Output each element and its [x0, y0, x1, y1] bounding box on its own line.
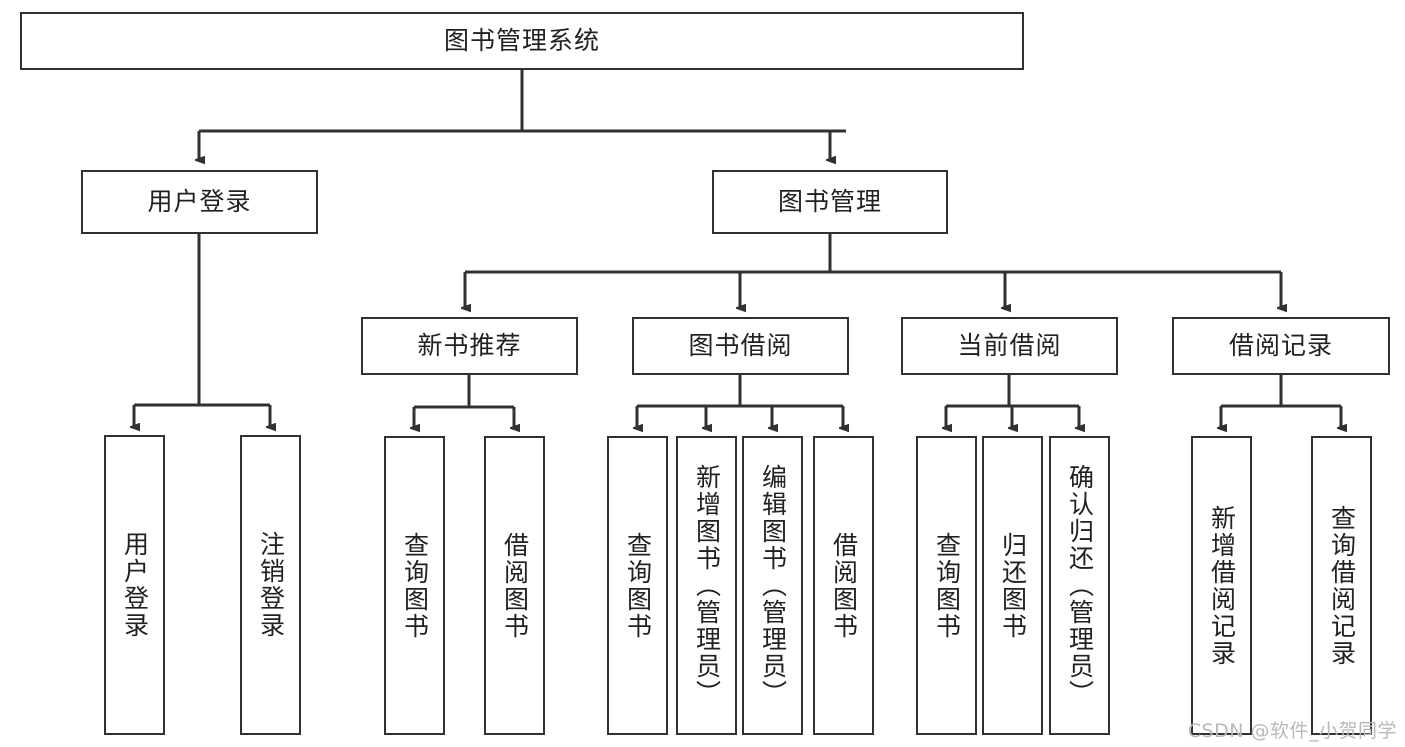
node-leaf-confirm-return[interactable]: 确认归还（管理员） [1049, 436, 1110, 735]
node-leaf-query-record[interactable]: 查询借阅记录 [1311, 436, 1372, 735]
node-leaf-confirm-return-label: 确认归还（管理员） [1065, 464, 1095, 707]
node-leaf-query-book-3-label: 查询图书 [932, 531, 962, 640]
node-book-management[interactable]: 图书管理 [712, 170, 948, 234]
node-leaf-edit-book[interactable]: 编辑图书（管理员） [742, 436, 803, 735]
node-leaf-add-book[interactable]: 新增图书（管理员） [676, 436, 737, 735]
node-leaf-query-book-3[interactable]: 查询图书 [916, 436, 977, 735]
watermark-text: CSDN @软件_小贺同学 [1187, 720, 1397, 742]
node-leaf-query-book-1-label: 查询图书 [400, 531, 430, 640]
node-leaf-add-book-label: 新增图书（管理员） [692, 464, 722, 707]
node-leaf-borrow-book-2[interactable]: 借阅图书 [813, 436, 874, 735]
node-root-label: 图书管理系统 [443, 26, 600, 56]
node-leaf-query-record-label: 查询借阅记录 [1327, 504, 1357, 667]
node-leaf-user-login[interactable]: 用户登录 [104, 435, 165, 735]
node-new-book-recommend[interactable]: 新书推荐 [361, 317, 578, 375]
node-book-borrow-label: 图书借阅 [688, 331, 793, 361]
node-leaf-query-book-2[interactable]: 查询图书 [607, 436, 668, 735]
node-book-management-label: 图书管理 [777, 187, 882, 217]
node-leaf-add-record[interactable]: 新增借阅记录 [1191, 436, 1252, 735]
node-leaf-query-book-1[interactable]: 查询图书 [384, 436, 445, 735]
node-leaf-return-book[interactable]: 归还图书 [982, 436, 1043, 735]
node-current-borrow-label: 当前借阅 [957, 331, 1062, 361]
node-leaf-borrow-book-1[interactable]: 借阅图书 [484, 436, 545, 735]
node-root[interactable]: 图书管理系统 [20, 12, 1024, 70]
node-leaf-edit-book-label: 编辑图书（管理员） [758, 464, 788, 707]
node-leaf-query-book-2-label: 查询图书 [623, 531, 653, 640]
node-leaf-add-record-label: 新增借阅记录 [1207, 504, 1237, 667]
node-user-login[interactable]: 用户登录 [81, 170, 318, 234]
node-current-borrow[interactable]: 当前借阅 [901, 317, 1118, 375]
node-new-book-recommend-label: 新书推荐 [417, 331, 522, 361]
node-leaf-return-book-label: 归还图书 [998, 531, 1028, 640]
node-leaf-borrow-book-2-label: 借阅图书 [829, 531, 859, 640]
node-borrow-record[interactable]: 借阅记录 [1172, 317, 1390, 375]
node-user-login-label: 用户登录 [147, 187, 252, 217]
node-borrow-record-label: 借阅记录 [1228, 331, 1333, 361]
node-leaf-borrow-book-1-label: 借阅图书 [500, 531, 530, 640]
node-leaf-logout-login-label: 注销登录 [256, 531, 286, 639]
node-leaf-user-login-label: 用户登录 [120, 531, 150, 639]
node-book-borrow[interactable]: 图书借阅 [632, 317, 849, 375]
node-leaf-logout-login[interactable]: 注销登录 [240, 435, 301, 735]
